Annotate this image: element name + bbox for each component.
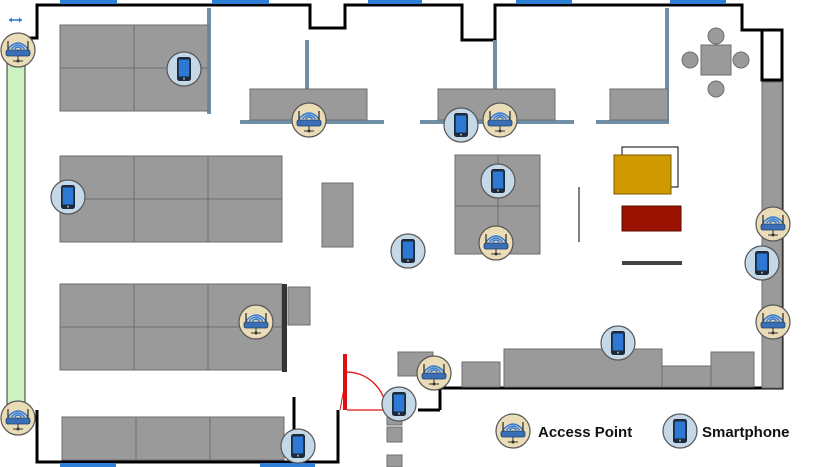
wifi-router-icon — [0, 32, 36, 68]
wifi-router-icon — [0, 400, 36, 436]
furniture — [59, 24, 783, 467]
smartphone-icon — [166, 51, 202, 87]
smartphones — [50, 51, 780, 464]
smartphone-icon — [381, 386, 417, 422]
legend-access-point-label: Access Point — [538, 424, 633, 441]
thin-bar — [622, 261, 682, 265]
wifi-router-icon — [416, 355, 452, 391]
corridor — [6, 49, 26, 411]
smartphone-icon — [600, 325, 636, 361]
meeting-table — [681, 27, 750, 98]
wifi-router-icon — [755, 304, 791, 340]
wifi-router-icon — [478, 225, 514, 261]
wifi-router-icon — [238, 304, 274, 340]
legend-smartphone-icon — [662, 413, 698, 449]
wifi-router-icon — [291, 102, 327, 138]
smartphone-icon — [390, 233, 426, 269]
smartphone-icon — [280, 428, 316, 464]
mustard-block — [613, 154, 672, 195]
smartphone-icon — [744, 245, 780, 281]
legend-wifi-router-icon — [495, 413, 531, 449]
wall-panel — [282, 284, 287, 372]
maroon-block — [621, 205, 682, 232]
smartphone-icon — [480, 163, 516, 199]
smartphone-icon — [50, 179, 86, 215]
wifi-router-icon — [482, 102, 518, 138]
wifi-router-icon — [755, 206, 791, 242]
door — [339, 354, 387, 411]
smartphone-icon — [443, 107, 479, 143]
legend-smartphone-label: Smartphone — [702, 424, 790, 441]
windows — [60, 0, 726, 467]
